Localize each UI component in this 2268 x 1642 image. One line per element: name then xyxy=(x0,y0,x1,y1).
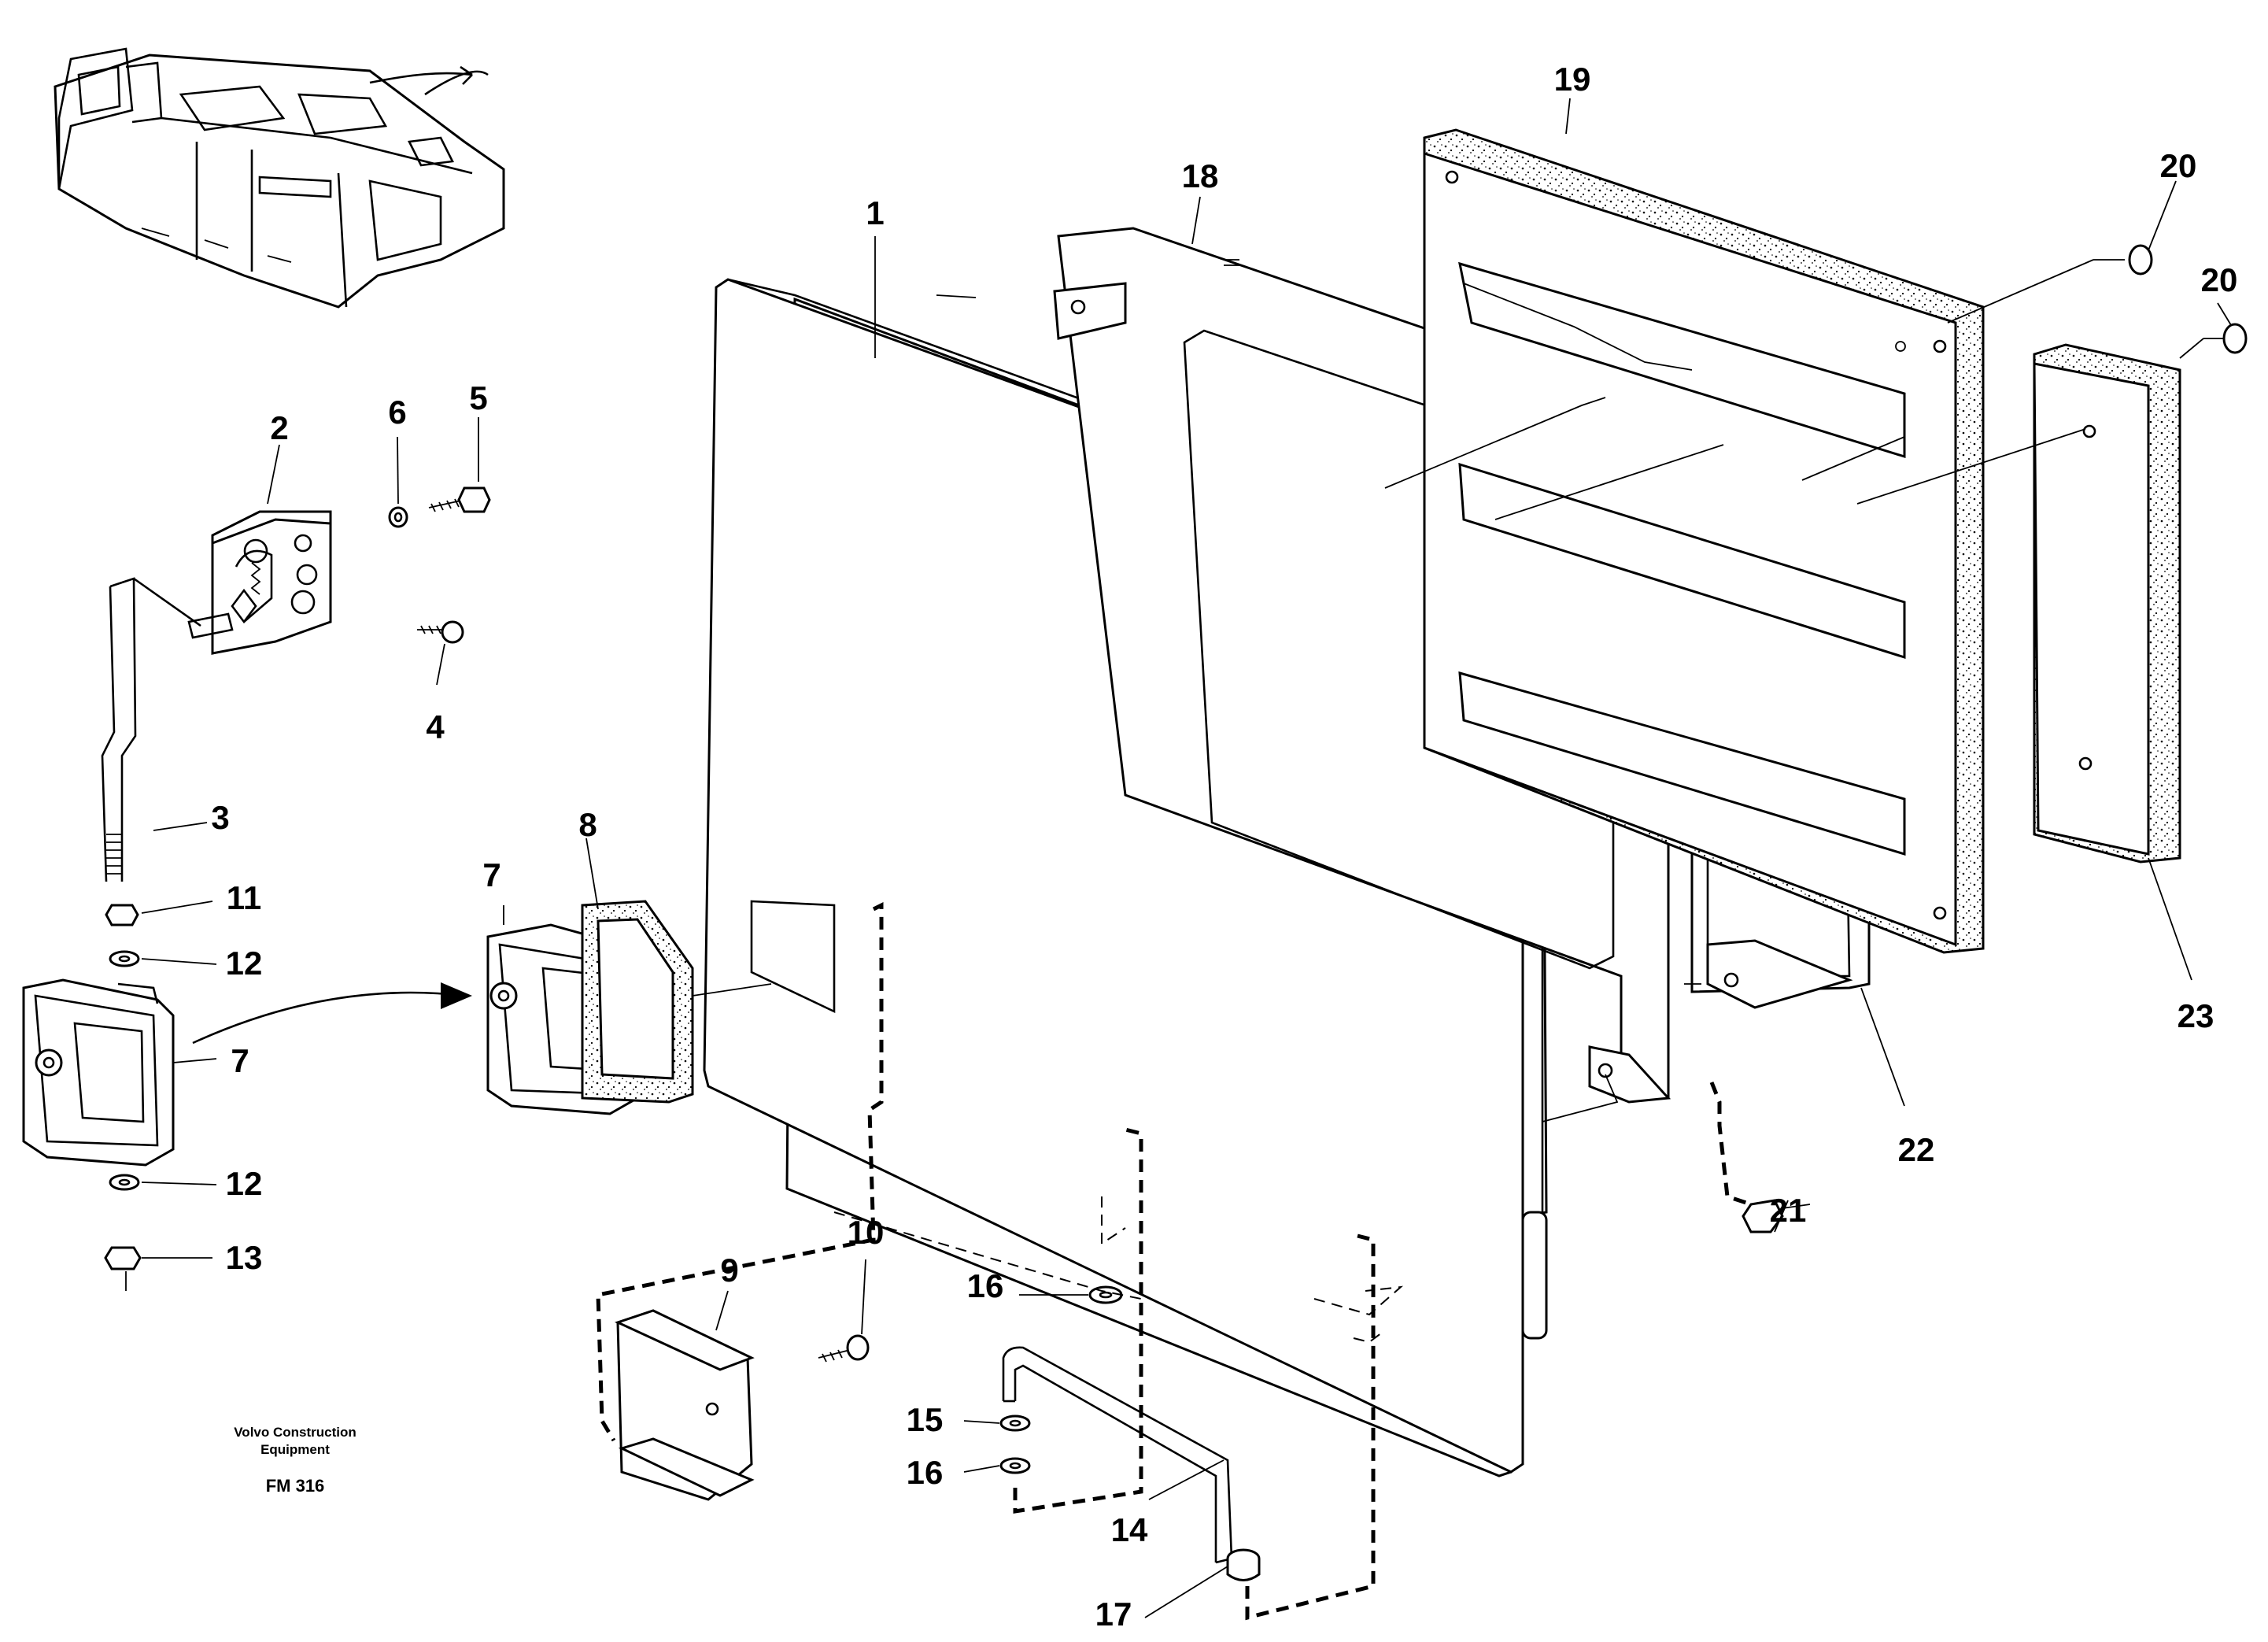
callout-3: 3 xyxy=(211,799,229,836)
callout-9: 9 xyxy=(720,1252,738,1289)
screw-10 xyxy=(818,1334,870,1363)
washer-6 xyxy=(388,506,408,528)
callout-labels: 1 2 3 4 5 6 7 7 8 9 10 11 12 12 13 14 15… xyxy=(211,61,2237,1633)
callout-23: 23 xyxy=(2178,997,2214,1034)
callout-14: 14 xyxy=(1111,1511,1148,1548)
callout-15: 15 xyxy=(907,1401,944,1438)
handle-7-left xyxy=(22,978,175,1167)
callout-5: 5 xyxy=(469,379,487,416)
foam-panel-19 xyxy=(1423,128,1985,954)
arrow-head xyxy=(441,982,472,1009)
gasket-8 xyxy=(581,900,694,1104)
caption-line-2: Equipment xyxy=(260,1442,330,1457)
latch-assembly xyxy=(187,510,332,655)
dashed-guides xyxy=(596,901,1752,1621)
washer-16-bottom xyxy=(999,1457,1031,1474)
callout-16-top: 16 xyxy=(967,1267,1004,1304)
callout-19: 19 xyxy=(1554,61,1591,98)
screw-5 xyxy=(428,486,491,513)
callout-12-bottom: 12 xyxy=(226,1165,263,1202)
callout-7-right: 7 xyxy=(482,856,501,893)
callout-13: 13 xyxy=(226,1239,263,1276)
figure-code: FM 316 xyxy=(266,1476,325,1496)
bolt-4 xyxy=(417,620,464,644)
washer-12-top xyxy=(109,950,140,967)
callout-10: 10 xyxy=(848,1214,885,1251)
callout-2: 2 xyxy=(270,409,288,446)
callout-18: 18 xyxy=(1182,157,1219,194)
caption-line-1: Volvo Construction xyxy=(234,1425,356,1440)
bolt-20-upper xyxy=(2093,244,2153,276)
nut-13 xyxy=(104,1246,142,1291)
nut-11 xyxy=(105,904,139,926)
excavator-overview xyxy=(54,47,505,309)
washer-12-bottom xyxy=(109,1174,140,1191)
callout-20-lower: 20 xyxy=(2201,261,2238,298)
callout-7-left: 7 xyxy=(231,1042,249,1079)
washer-16-top xyxy=(1088,1285,1123,1304)
leader-lines xyxy=(141,98,2232,1618)
callout-11: 11 xyxy=(227,879,261,916)
callout-21: 21 xyxy=(1770,1192,1807,1229)
callout-12-top: 12 xyxy=(226,945,263,982)
caption-block: Volvo Construction Equipment FM 316 xyxy=(234,1425,356,1496)
rod-3 xyxy=(101,577,201,882)
arrow-shaft xyxy=(192,991,465,1045)
callout-4: 4 xyxy=(426,708,445,745)
foot-17 xyxy=(1226,1548,1261,1581)
washer-15 xyxy=(999,1415,1031,1432)
callout-17: 17 xyxy=(1095,1596,1132,1633)
foam-strip-23 xyxy=(2033,343,2181,864)
callout-22: 22 xyxy=(1898,1131,1935,1168)
callout-8: 8 xyxy=(578,806,597,843)
callout-20-upper: 20 xyxy=(2160,147,2197,184)
nut-21 xyxy=(1742,1199,1811,1233)
bolt-20-lower xyxy=(2203,323,2248,354)
bracket-9 xyxy=(614,1309,755,1501)
callout-1: 1 xyxy=(866,194,884,231)
callout-6: 6 xyxy=(388,394,406,431)
callout-16-bottom: 16 xyxy=(907,1454,944,1491)
